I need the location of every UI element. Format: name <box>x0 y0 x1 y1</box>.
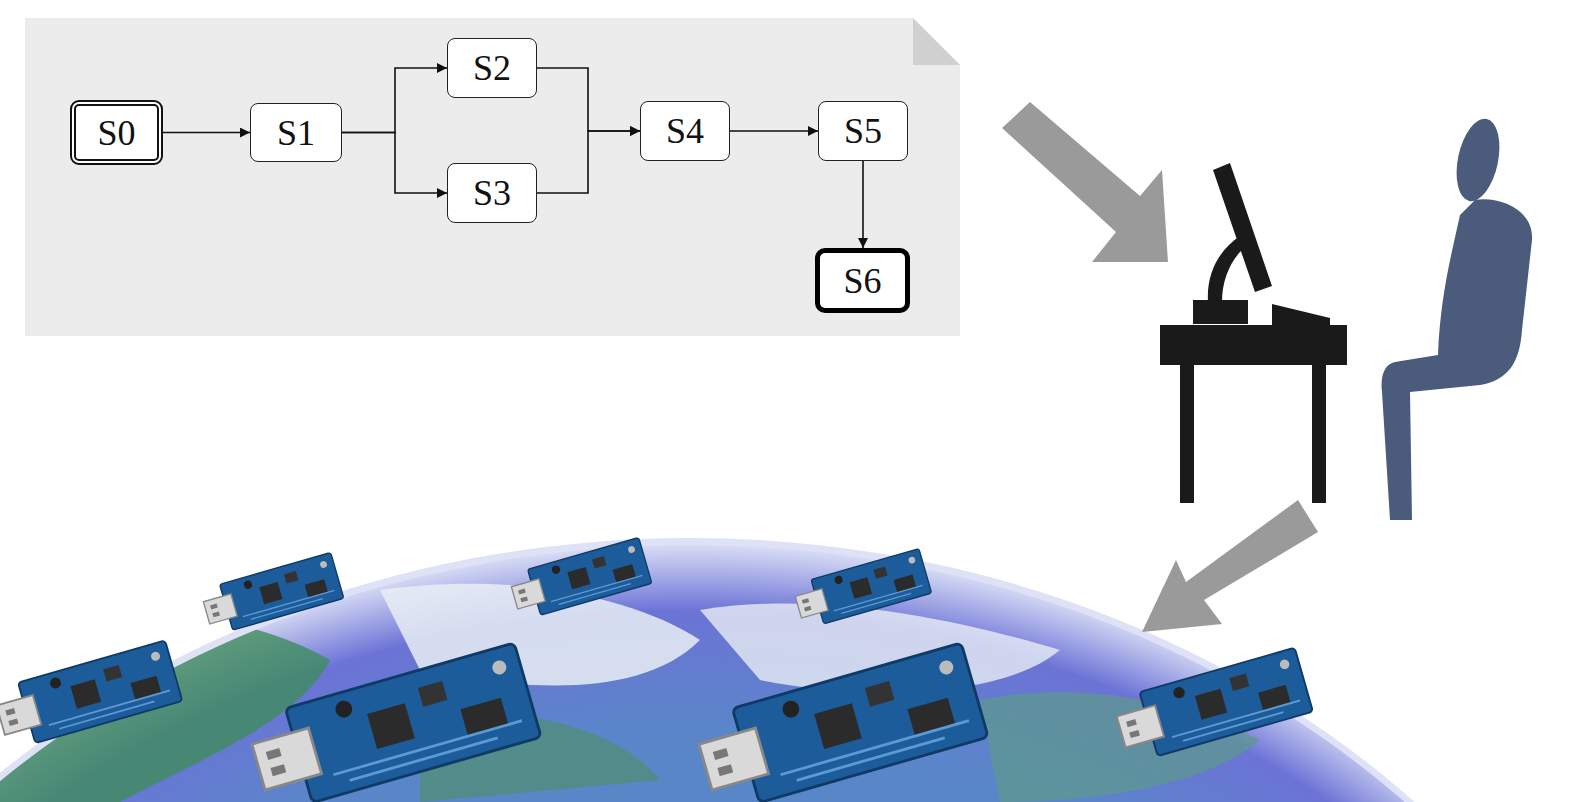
sensor-board <box>508 538 652 621</box>
panel <box>25 18 960 336</box>
state-label: S2 <box>473 50 511 86</box>
state-box: S5 <box>818 101 908 161</box>
state-label: S6 <box>843 263 881 299</box>
state-label: S3 <box>473 175 511 211</box>
transition-arrow <box>342 133 447 194</box>
state-box: S2 <box>447 38 537 98</box>
transition-arrow <box>342 68 447 133</box>
person-icon <box>1382 115 1533 520</box>
state-box: S3 <box>447 163 537 223</box>
state-box: S1 <box>250 103 342 162</box>
sensor-board <box>1112 648 1313 764</box>
globe-land <box>0 584 1260 802</box>
sensor-board <box>0 640 182 750</box>
flow-arrow <box>1142 500 1318 632</box>
globe-glow <box>0 538 1595 802</box>
transition-arrow <box>537 131 640 193</box>
flow-arrow <box>1002 102 1168 262</box>
state-label: S5 <box>844 113 882 149</box>
panel-fold <box>913 18 960 65</box>
transition-arrow <box>163 132 250 134</box>
sensor-board <box>792 549 932 630</box>
transition-arrow <box>730 130 818 132</box>
workstation-icon <box>1160 163 1347 503</box>
final-state: S6 <box>815 248 910 313</box>
globe <box>0 545 1595 802</box>
sensor-board <box>692 643 988 802</box>
state-box: S4 <box>640 101 730 161</box>
sensor-board <box>245 643 541 802</box>
start-state: S0 <box>70 100 163 165</box>
state-label: S1 <box>277 115 315 151</box>
state-label: S0 <box>97 115 135 151</box>
transition-arrow <box>537 68 640 131</box>
state-label: S4 <box>666 113 704 149</box>
transition-arrow <box>862 161 864 248</box>
sensor-board <box>200 553 344 636</box>
